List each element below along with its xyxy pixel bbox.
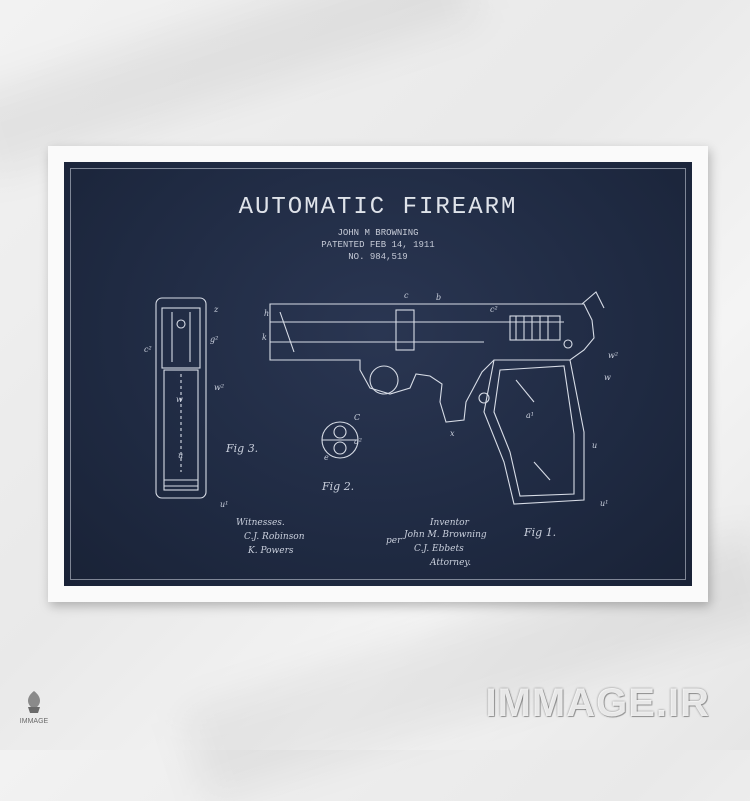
witness-1-signature: C.J. Robinson bbox=[244, 532, 305, 542]
svg-text:c²: c² bbox=[490, 305, 498, 314]
immage-logo-icon: IMMAGE bbox=[20, 691, 49, 725]
poster-title: AUTOMATIC FIREARM bbox=[238, 194, 518, 221]
fig2-label: Fig 2. bbox=[322, 480, 355, 493]
svg-text:x: x bbox=[450, 429, 455, 438]
fig3-label: Fig 3. bbox=[226, 442, 259, 455]
svg-text:g²: g² bbox=[210, 335, 218, 344]
svg-text:w²: w² bbox=[608, 351, 618, 360]
svg-text:w: w bbox=[176, 395, 183, 404]
firearm-patent-drawing: c² z g² w² w u u¹ Ca² e h k c b c² w² w u u¹ a¹ x bbox=[144, 291, 618, 509]
fig3-end-view bbox=[155, 297, 207, 499]
blueprint-border bbox=[70, 168, 686, 580]
fig1-label: Fig 1. bbox=[524, 526, 557, 539]
svg-text:a²: a² bbox=[354, 437, 362, 446]
svg-text:z: z bbox=[213, 305, 219, 314]
witness-2-signature: K. Powers bbox=[248, 546, 294, 556]
svg-text:u: u bbox=[178, 451, 183, 460]
attorney-label: Attorney. bbox=[430, 558, 472, 568]
svg-text:b: b bbox=[436, 293, 441, 302]
attorney-signature: C.J. Ebbets bbox=[414, 544, 464, 554]
blueprint-canvas: AUTOMATIC FIREARM JOHN M BROWNING PATENT… bbox=[64, 162, 692, 586]
svg-text:w²: w² bbox=[214, 383, 224, 392]
svg-text:C: C bbox=[354, 413, 360, 422]
inventor-signature: John M. Browning bbox=[404, 530, 487, 540]
per-label: per bbox=[386, 536, 402, 546]
svg-text:e: e bbox=[324, 453, 329, 462]
svg-text:c: c bbox=[404, 291, 409, 300]
svg-text:u¹: u¹ bbox=[220, 500, 228, 509]
inventor-name: JOHN M BROWNING bbox=[337, 228, 419, 238]
immage-logo: IMMAGE bbox=[14, 687, 54, 736]
svg-text:k: k bbox=[262, 333, 267, 342]
svg-text:w: w bbox=[604, 373, 611, 382]
svg-text:h: h bbox=[264, 309, 269, 318]
fig1-pistol-side-view bbox=[269, 291, 605, 505]
patent-number: NO. 984,519 bbox=[348, 252, 408, 262]
patent-date: PATENTED FEB 14, 1911 bbox=[321, 240, 435, 250]
svg-text:a¹: a¹ bbox=[526, 411, 534, 420]
witnesses-label: Witnesses. bbox=[236, 518, 285, 528]
logo-text: IMMAGE bbox=[20, 718, 49, 725]
inventor-label: Inventor bbox=[430, 518, 469, 528]
picture-frame: AUTOMATIC FIREARM JOHN M BROWNING PATENT… bbox=[48, 146, 708, 602]
watermark-text: IMMAGE.IR bbox=[485, 681, 710, 725]
svg-text:u¹: u¹ bbox=[600, 499, 608, 508]
svg-text:c²: c² bbox=[144, 345, 152, 354]
fig2-section-view bbox=[321, 421, 359, 459]
svg-text:u: u bbox=[592, 441, 597, 450]
